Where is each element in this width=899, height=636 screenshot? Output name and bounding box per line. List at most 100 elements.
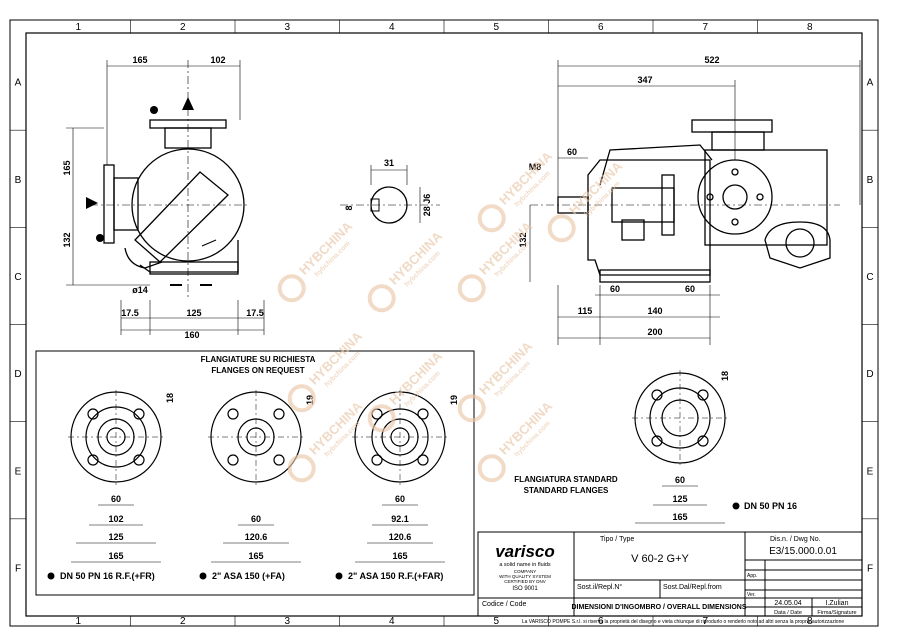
title-block: [477, 531, 863, 617]
flange-c-label: 2" ASA 150 R.F.(+FAR): [348, 571, 443, 581]
dis-value: E3/15.000.0.01: [769, 546, 837, 557]
cert-line-4: ISO 9001: [512, 586, 538, 592]
flange-std-label: DN 50 PN 16: [744, 501, 797, 511]
grid-col-label: 8: [807, 22, 813, 33]
dim-front-165: 165: [132, 55, 147, 65]
dim-side-347: 347: [637, 75, 652, 85]
dim-side-60-a: 60: [610, 284, 620, 294]
app-label: App.: [747, 573, 757, 579]
flange-b-dim-19: 19: [305, 395, 315, 405]
dim-front-17-5-b: 17.5: [246, 308, 264, 318]
front-view-dims: [66, 60, 265, 335]
tipo-label: Tipo / Type: [600, 536, 634, 543]
dim-side-200: 200: [647, 327, 662, 337]
flange-a-label: DN 50 PN 16 R.F.(+FR): [60, 571, 155, 581]
flange-standard-dims: [635, 485, 725, 524]
dim-side-132: 132: [518, 232, 528, 247]
grid-col-label: 7: [702, 22, 708, 33]
grid-col-label: 6: [598, 22, 604, 33]
watermark-logo-icon: [477, 454, 506, 483]
flange-c-dim-165: 165: [392, 551, 407, 561]
outer-frame: [9, 19, 879, 627]
dim-front-diam14: ø14: [132, 285, 148, 295]
grid-row-label: A: [15, 78, 22, 89]
grid-row-label: F: [15, 563, 21, 574]
dim-front-17-5-a: 17.5: [121, 308, 139, 318]
grid-col-label: 5: [493, 22, 499, 33]
sost-dal-label: Sost.Dal/Repl.from: [663, 584, 722, 591]
flange-b-dim-60: 60: [251, 514, 261, 524]
footer-notice: La VARISCO POMPE S.r.l. si riserva la pr…: [522, 619, 845, 625]
dim-side-522: 522: [704, 55, 719, 65]
flange-std-dim-60: 60: [675, 475, 685, 485]
dim-shaft-28j6: 28 J6: [422, 194, 432, 217]
grid-col-label: 8: [807, 616, 813, 627]
dim-side-140: 140: [647, 306, 662, 316]
watermark-logo-icon: [477, 204, 506, 233]
flange-b-bullet: [199, 572, 207, 580]
date-label: Data / Date: [774, 610, 802, 616]
grid-row-label: A: [867, 78, 874, 89]
flange-c-dim-120-6: 120.6: [389, 532, 412, 542]
marker-dot: [96, 234, 104, 242]
cert-line-3: CERTIFIED BY DNV: [504, 579, 546, 584]
shaft-section: [340, 165, 440, 224]
signature-value: I.Zulian: [826, 600, 849, 607]
flange-a-bullet: [47, 572, 55, 580]
flange-b-dim-120-6: 120.6: [245, 532, 268, 542]
flange-b: [208, 390, 304, 485]
dim-side-115: 115: [578, 306, 593, 316]
grid-col-label: 3: [284, 616, 290, 627]
date-value: 24.05.04: [774, 600, 801, 607]
dim-front-160: 160: [184, 330, 199, 340]
grid-row-label: E: [15, 466, 22, 477]
grid-col-label: 2: [180, 22, 186, 33]
flange-standard: [632, 370, 728, 466]
grid-row-label: E: [867, 466, 874, 477]
grid-col-label: 1: [75, 22, 81, 33]
grid-row-label: B: [15, 175, 22, 186]
drawing-description: DIMENSIONI D'INGOMBRO / OVERALL DIMENSIO…: [572, 604, 747, 611]
brand-logo: varisco: [495, 542, 555, 561]
flange-std-dim-125: 125: [672, 494, 687, 504]
dim-front-125: 125: [186, 308, 201, 318]
grid-col-label: 3: [284, 22, 290, 33]
request-title-en: FLANGES ON REQUEST: [211, 366, 304, 375]
watermark-logo-icon: [287, 384, 316, 413]
flange-a-dim-102: 102: [108, 514, 123, 524]
watermark-logo-icon: [287, 454, 316, 483]
watermark-logo-icon: [367, 404, 396, 433]
rotation-arrow-icon: [201, 239, 217, 247]
flange-a-dim-165: 165: [108, 551, 123, 561]
flange-a-dims: [71, 504, 161, 563]
cert-line-2: WITH QUALITY SYSTEM: [499, 574, 551, 579]
flange-std-dim-18: 18: [720, 371, 730, 381]
flange-b-dim-165: 165: [248, 551, 263, 561]
side-view-dims: [529, 60, 861, 345]
flange-std-dim-165: 165: [672, 512, 687, 522]
grid-row-label: C: [14, 272, 21, 283]
sost-il-label: Sost.il/Repl.N°: [577, 583, 622, 591]
outlet-arrow-icon: [182, 97, 194, 110]
flange-c-dim-60: 60: [395, 494, 405, 504]
grid-row-label: C: [866, 272, 873, 283]
request-title-it: FLANGIATURE SU RICHIESTA: [201, 355, 316, 364]
grid-col-label: 4: [389, 616, 395, 627]
dim-shaft-8: 8: [344, 205, 354, 210]
dim-side-60-b: 60: [685, 284, 695, 294]
grid-col-label: 4: [389, 22, 395, 33]
flange-c: [352, 390, 448, 485]
grid-col-label: 2: [180, 616, 186, 627]
grid-row-label: B: [867, 175, 874, 186]
flange-c-dims: [355, 504, 445, 563]
flange-a-dim-18: 18: [165, 393, 175, 403]
